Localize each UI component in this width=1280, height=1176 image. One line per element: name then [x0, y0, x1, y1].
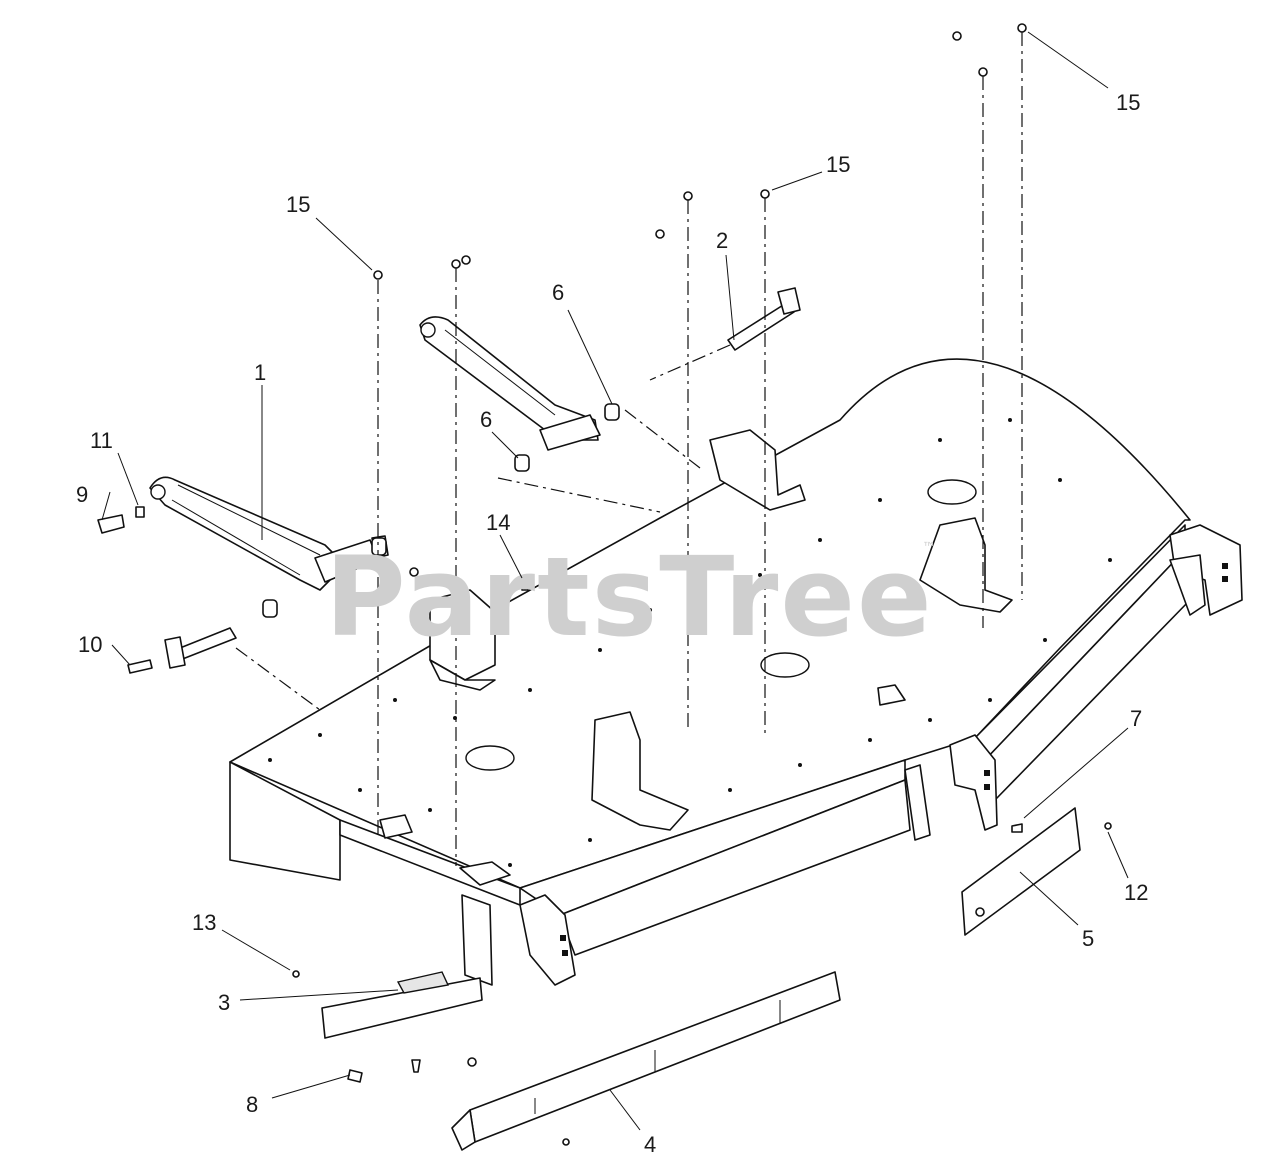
bushing-6-upper [604, 403, 620, 421]
lift-arm-right [419, 316, 601, 451]
baffle-4 [451, 971, 841, 1151]
front-right-bracket [904, 734, 998, 841]
callout-2: 2 [716, 228, 728, 253]
deck-hanger-tab [877, 684, 906, 706]
right-deck-bracket [1169, 524, 1243, 616]
front-left-bracket [461, 894, 576, 986]
callout-15a: 15 [286, 192, 310, 217]
callout-15c: 15 [1116, 90, 1140, 115]
assembly-lines [235, 32, 1023, 866]
deck-holes [268, 418, 1112, 867]
rear-right-mount [919, 517, 1013, 613]
callout-8: 8 [246, 1092, 258, 1117]
callout-10: 10 [78, 632, 102, 657]
bushing-left-arm-b [262, 599, 278, 618]
chute-guard-5 [961, 807, 1081, 936]
rear-left-mount [429, 589, 496, 691]
rear-center-mount [709, 429, 806, 511]
callout-15b: 15 [826, 152, 850, 177]
watermark-trademark: ™ [922, 540, 936, 556]
callout-14: 14 [486, 510, 510, 535]
spindle-openings [465, 479, 977, 771]
pivot-rod-2 [727, 287, 801, 351]
front-left-mount [379, 814, 511, 886]
callout-12: 12 [1124, 880, 1148, 905]
callout-1: 1 [254, 360, 266, 385]
callout-6a: 6 [552, 280, 564, 305]
callout-7: 7 [1130, 706, 1142, 731]
callout-9: 9 [76, 482, 88, 507]
callout-4: 4 [644, 1132, 656, 1157]
bushing-6-lower [514, 454, 530, 472]
watermark-text: PartsTree [325, 533, 934, 661]
callout-13: 13 [192, 910, 216, 935]
fasteners [97, 23, 1112, 1146]
pivot-rod-10 [164, 627, 237, 669]
callout-6b: 6 [480, 407, 492, 432]
front-center-mount [591, 711, 689, 831]
baffle-3 [321, 971, 483, 1039]
bushing-left-arm-a [371, 537, 387, 556]
callout-3: 3 [218, 990, 230, 1015]
leader-lines [101, 31, 1129, 1131]
callout-5: 5 [1082, 926, 1094, 951]
callout-11: 11 [90, 428, 113, 453]
